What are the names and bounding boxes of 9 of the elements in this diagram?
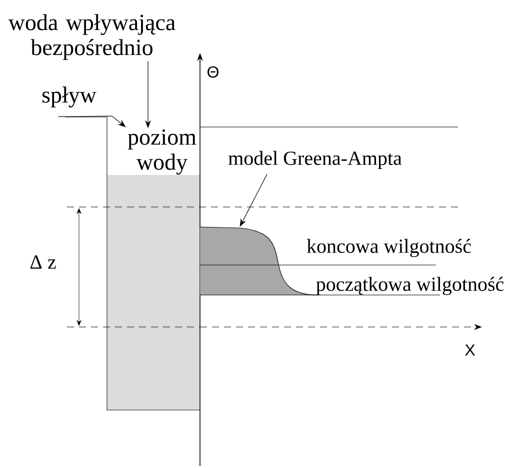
annotation-text: spływ [42, 86, 96, 108]
line-label: początkowa wilgotność [316, 276, 504, 296]
dimension-label: Δ z [30, 255, 56, 269]
line-label: koncowa wilgotność [306, 238, 471, 258]
annotation-text: woda wpływająca bezpośrednio [8, 14, 176, 60]
axis-label: X [465, 344, 475, 356]
annotation-text: poziom wody [128, 129, 196, 175]
annotation-text: model Greena-Ampta [228, 150, 402, 170]
axis-label: Θ [208, 66, 218, 78]
